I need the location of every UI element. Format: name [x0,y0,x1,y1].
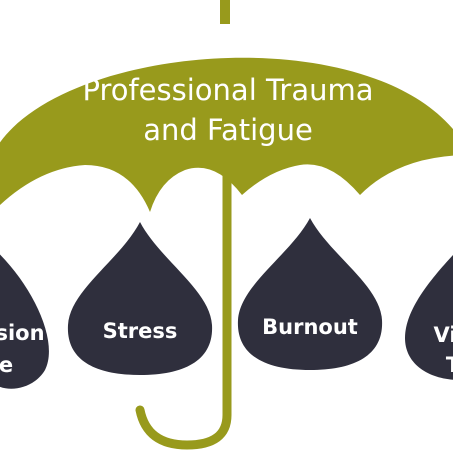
drop-4: Vi T [405,255,453,380]
drop-2-label: Stress [103,319,178,343]
drop-1-label-line-1: sion [0,321,45,345]
drop-3-label: Burnout [262,315,358,339]
drop-shape [67,222,213,375]
umbrella-shaft [135,135,232,450]
drop-4-label-line-1: Vi [433,323,453,347]
drop-1-label-line-2: e [0,353,13,377]
umbrella-title-line-2: and Fatigue [143,113,313,147]
drop-4-label-line-2: T [446,353,453,377]
drop-2: Stress [67,222,213,375]
umbrella-canopy [0,57,453,212]
drop-1: sion e [0,254,49,389]
drop-3: Burnout [237,218,383,370]
drop-shape [405,255,453,380]
drop-shape [0,254,49,389]
umbrella-tip [220,0,230,24]
drop-shape [237,218,383,370]
umbrella-title-line-1: Professional Trauma [82,73,373,107]
